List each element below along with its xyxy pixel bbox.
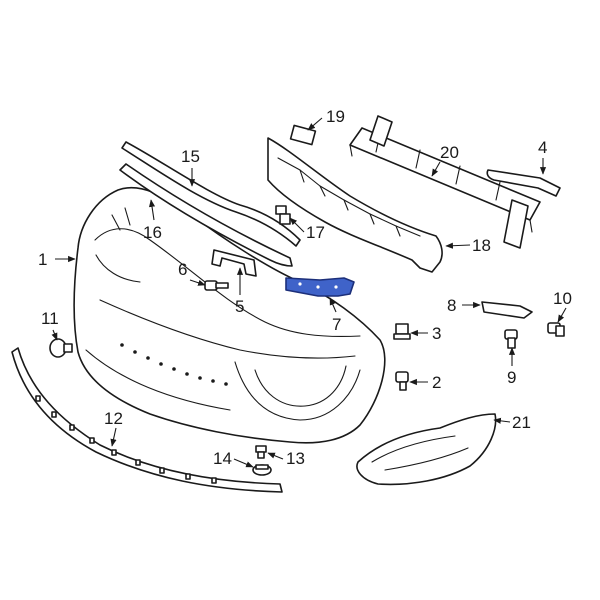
fog-lamp-bezel (356, 413, 497, 486)
callout-20: 20 (440, 143, 459, 162)
upper-trim-strip (119, 163, 293, 267)
callout-19: 19 (326, 107, 345, 126)
callout-5: 5 (235, 297, 244, 316)
callout-2: 2 (432, 373, 441, 392)
bracket-7-highlighted (285, 277, 355, 297)
callout-4: 4 (538, 138, 547, 157)
clip-11 (49, 338, 73, 358)
side-bracket-4 (486, 169, 561, 197)
retainer-5 (211, 249, 257, 277)
bolt-9 (504, 329, 518, 349)
lower-spoiler-tabs (35, 395, 217, 484)
callout-21: 21 (512, 413, 531, 432)
callout-6: 6 (178, 260, 187, 279)
lower-spoiler (11, 347, 283, 493)
bracket-7-holes (298, 282, 338, 289)
callout-9: 9 (507, 368, 516, 387)
callout-13: 13 (286, 449, 305, 468)
upper-seal-strip (121, 141, 301, 247)
reinforcement-bar (349, 115, 541, 249)
plate-19 (289, 124, 317, 146)
side-bracket-8 (481, 301, 533, 319)
screw-6 (204, 280, 229, 291)
callout-7: 7 (332, 315, 341, 334)
clip-14 (252, 464, 272, 476)
nut-3 (393, 323, 411, 340)
leader-lines (51, 117, 567, 468)
callout-14: 14 (213, 449, 232, 468)
callout-3: 3 (432, 324, 441, 343)
callout-8: 8 (447, 296, 456, 315)
callout-labels: 1 2 3 4 5 6 7 8 9 10 11 12 13 14 15 16 1… (38, 107, 572, 468)
callout-12: 12 (104, 409, 123, 428)
callout-10: 10 (553, 289, 572, 308)
callout-18: 18 (472, 236, 491, 255)
push-nut-13 (255, 445, 267, 459)
bolt-10 (547, 322, 565, 337)
callout-1: 1 (38, 250, 47, 269)
bumper-cover (73, 186, 386, 444)
callout-16: 16 (143, 223, 162, 242)
bolt-2 (395, 371, 409, 391)
callout-15: 15 (181, 147, 200, 166)
energy-absorber (267, 137, 443, 273)
callout-11: 11 (41, 309, 59, 328)
callout-17: 17 (306, 223, 325, 242)
